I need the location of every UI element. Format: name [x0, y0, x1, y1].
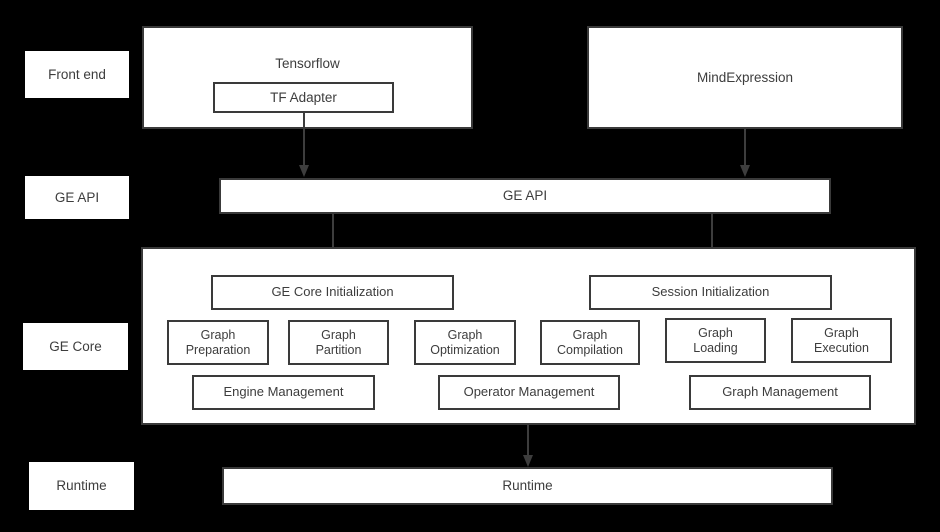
operator-management-label: Operator Management [463, 384, 595, 400]
graph-partition-label: Graph Partition [315, 328, 362, 357]
tf-adapter-box[interactable]: TF Adapter [213, 82, 394, 113]
graph-management-box[interactable]: Graph Management [689, 375, 871, 410]
ge-api-bar[interactable]: GE API [219, 178, 831, 214]
layer-label-runtime: Runtime [29, 462, 134, 510]
layer-label-text: Front end [48, 66, 106, 82]
tf-adapter-label: TF Adapter [270, 89, 337, 105]
ge-core-initialization-box[interactable]: GE Core Initialization [211, 275, 454, 310]
runtime-label: Runtime [502, 478, 553, 494]
graph-preparation-box[interactable]: Graph Preparation [167, 320, 269, 365]
layer-label-front-end: Front end [25, 51, 129, 98]
graph-partition-box[interactable]: Graph Partition [288, 320, 389, 365]
operator-management-box[interactable]: Operator Management [438, 375, 620, 410]
graph-loading-label: Graph Loading [693, 326, 738, 355]
graph-compilation-label: Graph Compilation [556, 328, 623, 357]
engine-management-label: Engine Management [223, 384, 344, 400]
mindexpression-label: MindExpression [696, 69, 794, 85]
layer-label-ge-core: GE Core [23, 323, 128, 370]
graph-optimization-label: Graph Optimization [430, 328, 500, 357]
graph-execution-box[interactable]: Graph Execution [791, 318, 892, 363]
graph-optimization-box[interactable]: Graph Optimization [414, 320, 516, 365]
ge-api-label: GE API [502, 188, 548, 204]
graph-compilation-box[interactable]: Graph Compilation [540, 320, 640, 365]
graph-management-label: Graph Management [722, 384, 838, 400]
graph-loading-box[interactable]: Graph Loading [665, 318, 766, 363]
runtime-bar[interactable]: Runtime [222, 467, 833, 505]
session-initialization-label: Session Initialization [651, 284, 770, 300]
engine-management-box[interactable]: Engine Management [192, 375, 375, 410]
graph-execution-label: Graph Execution [814, 326, 869, 355]
layer-label-ge-api: GE API [25, 176, 129, 219]
layer-label-text: GE API [54, 189, 100, 205]
tensorflow-title: Tensorflow [275, 56, 340, 71]
layer-label-text: GE Core [49, 338, 102, 354]
ge-core-initialization-label: GE Core Initialization [271, 284, 394, 300]
layer-label-text: Runtime [56, 478, 107, 494]
session-initialization-box[interactable]: Session Initialization [589, 275, 832, 310]
graph-preparation-label: Graph Preparation [185, 328, 251, 357]
tensorflow-frame[interactable]: Tensorflow [142, 26, 473, 129]
mindexpression-box[interactable]: MindExpression [587, 26, 903, 129]
